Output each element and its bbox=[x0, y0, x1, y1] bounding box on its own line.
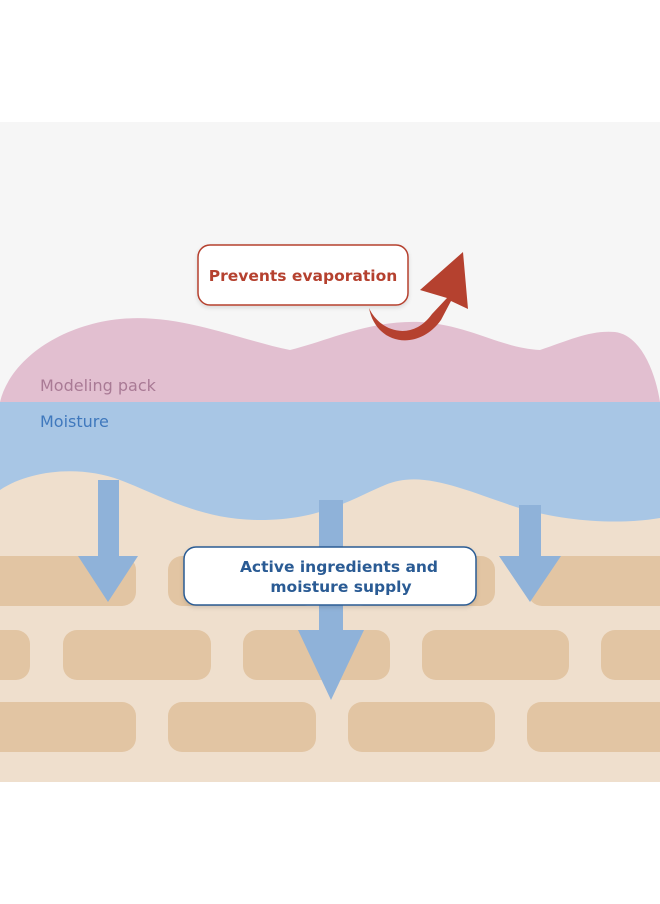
skin-cell bbox=[601, 630, 660, 680]
skin-cell bbox=[0, 702, 136, 752]
skin-cell bbox=[527, 702, 660, 752]
supply-callout-box bbox=[183, 546, 477, 606]
modeling-pack-layer bbox=[0, 318, 660, 402]
skin-cell bbox=[0, 630, 30, 680]
skin-cell bbox=[168, 702, 316, 752]
supply-callout: Active ingredients and moisture supply bbox=[183, 546, 477, 606]
modeling-pack-label: Modeling pack bbox=[40, 376, 157, 395]
moisture-layer bbox=[0, 402, 660, 522]
down-arrow-icon bbox=[499, 505, 561, 602]
evaporation-callout-box bbox=[197, 244, 409, 306]
skin-cell bbox=[528, 556, 660, 606]
skin-cell bbox=[348, 702, 495, 752]
evaporation-callout-text: Prevents evaporation bbox=[209, 267, 398, 285]
skin-cell bbox=[422, 630, 569, 680]
moisture-label: Moisture bbox=[40, 412, 109, 431]
supply-callout-line1: Active ingredients and bbox=[240, 558, 438, 576]
skin-cell bbox=[63, 630, 211, 680]
down-arrow-icon bbox=[78, 480, 138, 602]
evaporation-arrow-icon bbox=[369, 252, 468, 341]
evaporation-callout: Prevents evaporation bbox=[197, 244, 409, 306]
supply-callout-line2: moisture supply bbox=[270, 578, 411, 596]
